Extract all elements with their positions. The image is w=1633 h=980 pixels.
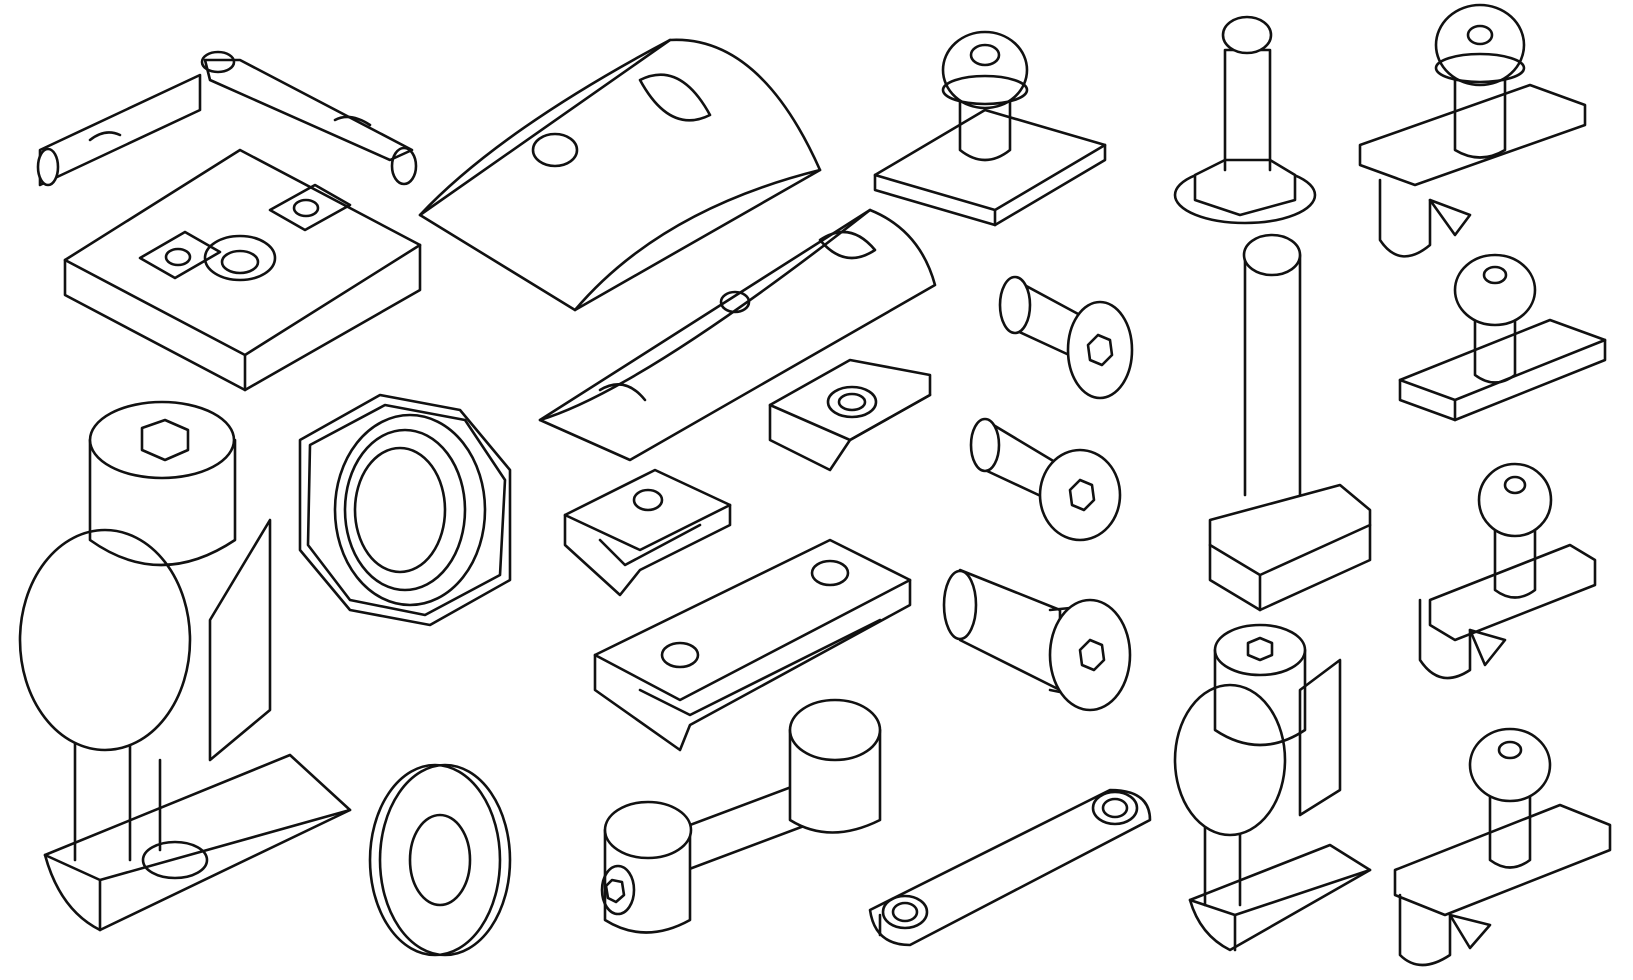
socket-cap-screw-icon [942,568,1132,712]
half-round-nut-icon [538,208,937,462]
button-head-screw-icon [1398,253,1607,422]
t-nut-icon [768,358,932,472]
connector-icon [600,698,882,934]
spring-clip-screw-icon [1393,727,1612,967]
countersunk-screw-icon [998,275,1134,400]
link-plate-icon [868,788,1152,947]
t-bolt-icon [1208,233,1372,612]
slot-nut-icon [593,538,912,752]
half-round-nut-icon [418,38,822,312]
anchor-fastener-icon [18,400,352,932]
hex-nut-icon [298,393,512,627]
spring-clip-screw-icon [1418,462,1597,680]
hinge-icon [36,50,422,392]
anchor-fastener-icon [1173,623,1372,952]
button-head-screw-icon [873,30,1107,227]
spring-clip-screw-icon [1358,3,1587,258]
t-bolt-icon [1173,15,1317,225]
washer-icon [368,763,512,957]
button-head-screw-icon [969,417,1122,542]
t-nut-icon [563,468,732,597]
